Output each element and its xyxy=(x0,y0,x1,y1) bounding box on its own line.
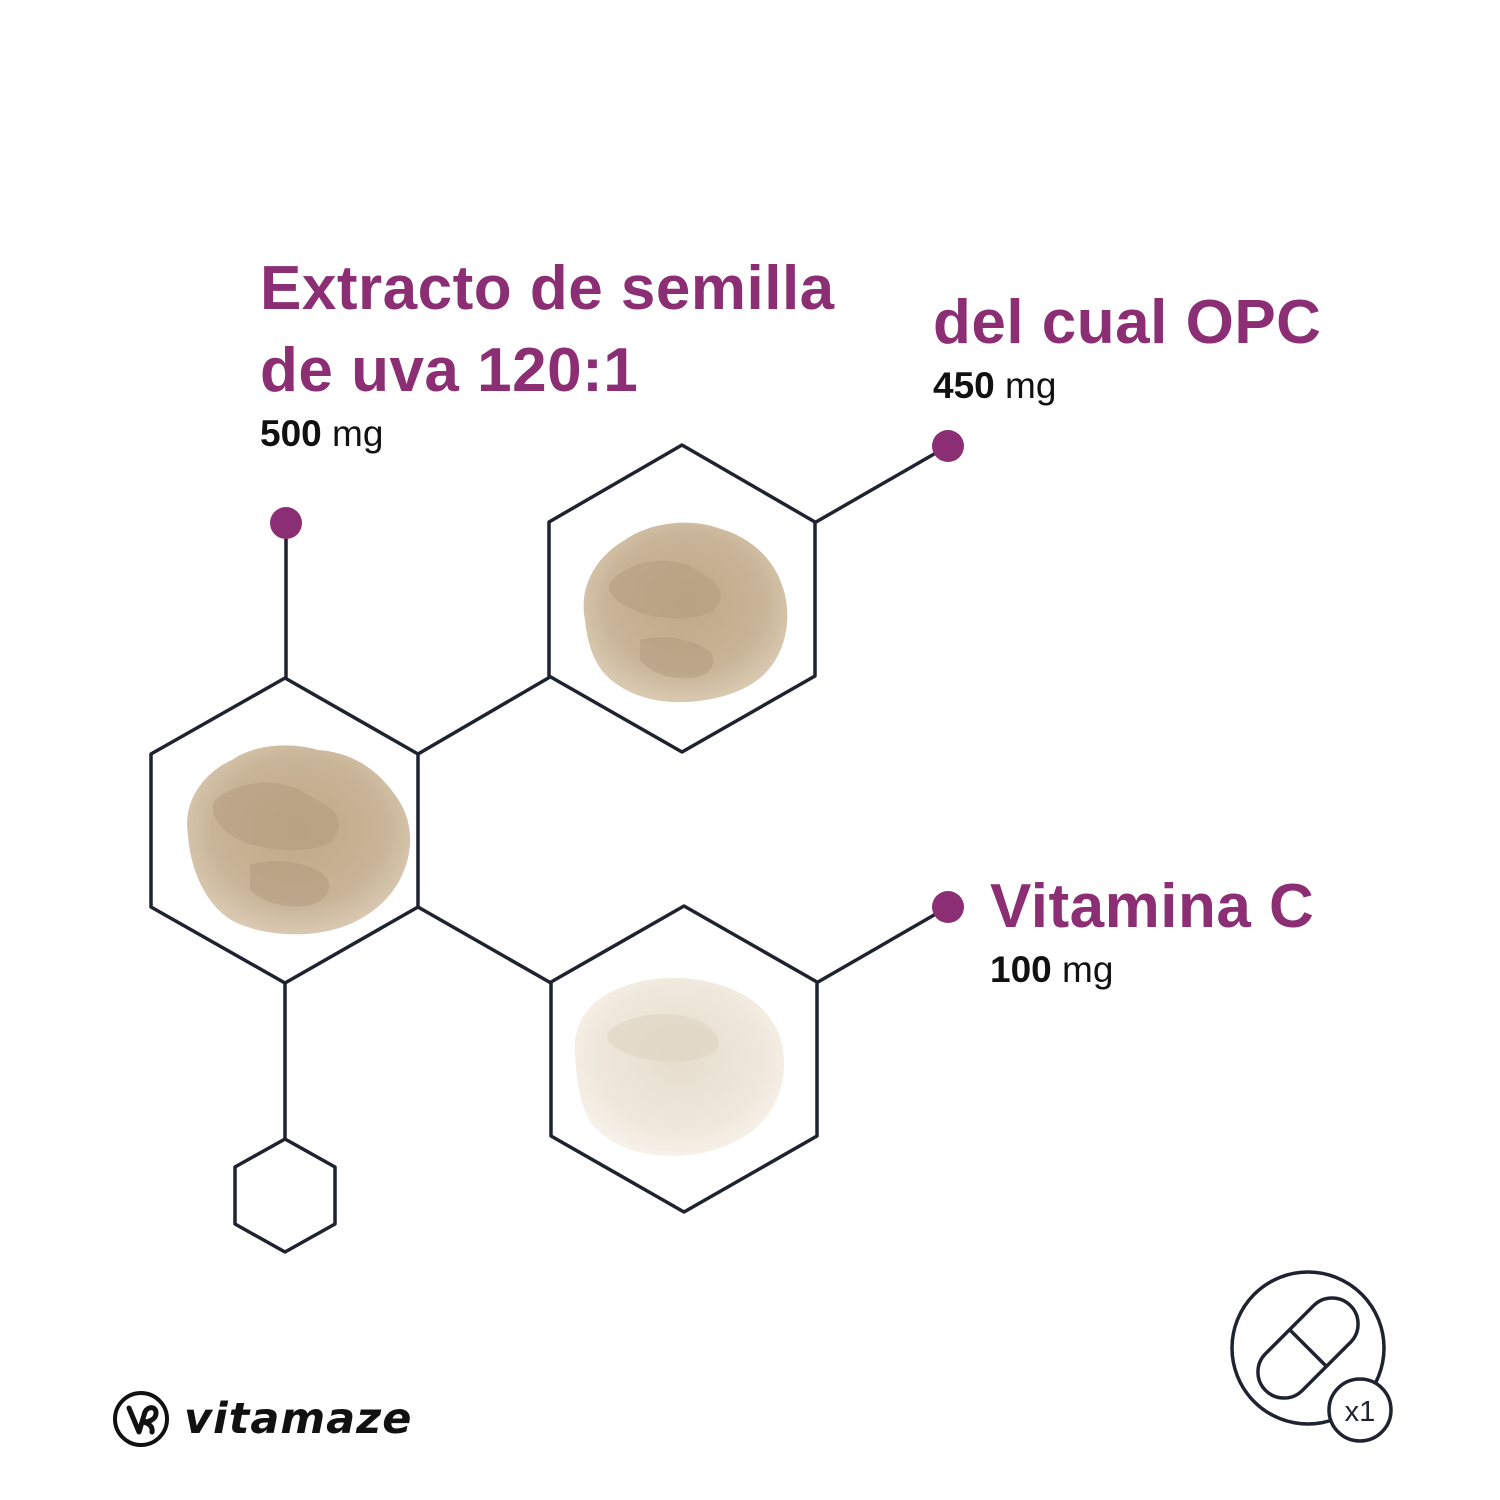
ingredient-opc-amount-unit: mg xyxy=(1005,365,1057,406)
bond-bottom-to-vitc xyxy=(817,905,949,984)
hexagon-small xyxy=(233,1137,337,1254)
hexagon-left xyxy=(149,676,420,985)
ingredient-extract-amount: 500 mg xyxy=(260,412,835,456)
ingredient-extract-amount-unit: mg xyxy=(332,413,384,454)
bond-top-to-opc xyxy=(815,444,949,524)
ingredient-extract-title-line-2: de uva 120:1 xyxy=(260,336,639,405)
ingredient-extract-title-line-1: Extracto de semilla xyxy=(260,254,835,323)
capsule-icon xyxy=(1230,1270,1393,1443)
ingredient-opc: del cual OPC 450 mg xyxy=(933,282,1321,408)
ingredient-opc-title: del cual OPC xyxy=(933,288,1322,357)
ingredient-vitamin-c-title: Vitamina C xyxy=(990,872,1315,941)
ingredient-vitamin-c-amount: 100 mg xyxy=(990,948,1314,992)
capsule-count: x1 xyxy=(1345,1396,1376,1428)
powder-white-bottom xyxy=(574,977,784,1156)
brand-logo: vitamaze xyxy=(112,1390,412,1448)
ingredient-vitamin-c: Vitamina C 100 mg xyxy=(990,866,1314,992)
vitamaze-logo-icon xyxy=(113,1391,169,1447)
dot-vitc xyxy=(932,891,964,923)
dot-extract xyxy=(270,507,302,539)
ingredient-extract: Extracto de semilla de uva 120:1 500 mg xyxy=(260,248,835,456)
ingredient-vitamin-c-amount-unit: mg xyxy=(1062,949,1114,990)
ingredient-extract-amount-value: 500 xyxy=(260,413,322,454)
ingredient-vitamin-c-amount-value: 100 xyxy=(990,949,1052,990)
powder-brown-top xyxy=(583,522,788,703)
brand-name: vitamaze xyxy=(184,1394,413,1444)
ingredient-opc-amount-value: 450 xyxy=(933,365,995,406)
hexagon-bottom xyxy=(549,904,819,1214)
bond-left-to-top xyxy=(417,675,551,756)
hexagon-top xyxy=(547,443,817,754)
powder-brown-left xyxy=(187,745,411,935)
bond-left-to-bottom xyxy=(417,905,552,985)
ingredient-opc-amount: 450 mg xyxy=(933,364,1321,408)
dot-opc xyxy=(932,430,964,462)
